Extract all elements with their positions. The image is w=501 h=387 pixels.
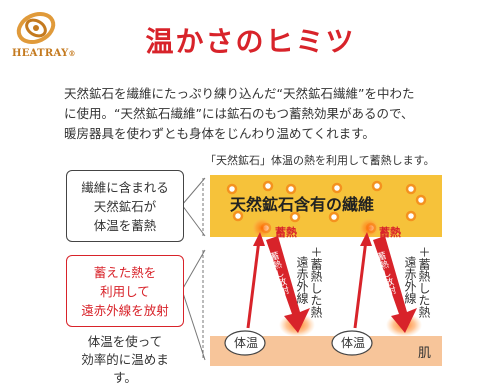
glow bbox=[359, 218, 379, 238]
note-line: 体温を使って bbox=[87, 334, 163, 349]
brand-name: HEATRAY® bbox=[12, 48, 76, 59]
description: 天然鉱石を繊維にたっぷり練り込んだ“天然鉱石繊維”を中わた に使用。“天然鉱石繊… bbox=[64, 84, 464, 144]
box-line: 天然鉱石が bbox=[93, 199, 157, 214]
body-temp-badge bbox=[224, 330, 266, 356]
body-temp-label: 体温 bbox=[234, 336, 258, 350]
side-label-heat-1: ＋蓄熱した熱 bbox=[309, 246, 323, 319]
note-line: 効率的に温めます。 bbox=[81, 352, 169, 385]
bracket-line bbox=[181, 177, 206, 237]
heat-diagram: 天然鉱石含有の繊維 蓄熱 蓄熱 肌 蓄熱し放射 蓄熱し放射 ＋蓄熱した熱 遠赤外… bbox=[181, 175, 442, 366]
box-line: 蓄えた熱を bbox=[93, 265, 157, 280]
heatray-logo-icon bbox=[14, 8, 58, 48]
fiber-label: 天然鉱石含有の繊維 bbox=[230, 195, 374, 214]
side-label-heat-2: ＋蓄熱した熱 bbox=[417, 246, 431, 319]
description-line: 天然鉱石を繊維にたっぷり練り込んだ“天然鉱石繊維”を中わた bbox=[64, 86, 415, 101]
glow bbox=[252, 218, 272, 238]
side-label-ir-1: 遠赤外線 bbox=[295, 256, 309, 304]
body-temp-badge bbox=[331, 330, 373, 356]
diagram-caption: 「天然鉱石」体温の熱を利用して蓄熱します。 bbox=[205, 154, 435, 167]
skin-label: 肌 bbox=[418, 346, 431, 361]
page-title: 温かさのヒミツ bbox=[145, 25, 356, 58]
emits-infrared-box: 蓄えた熱を 利用して 遠赤外線を放射 bbox=[66, 255, 184, 327]
box-line: 体温を蓄熱 bbox=[93, 218, 157, 233]
heat-label-1: 蓄熱 bbox=[275, 225, 297, 239]
description-line: に使用。“天然鉱石繊維”には鉱石のもつ蓄熱効果があるので、 bbox=[64, 106, 414, 121]
down-arrow-1 bbox=[266, 236, 310, 333]
down-arrow-2 bbox=[373, 236, 417, 333]
heat-label-2: 蓄熱 bbox=[379, 225, 401, 239]
box-line: 遠赤外線を放射 bbox=[81, 303, 169, 318]
stores-heat-box: 繊維に含まれる 天然鉱石が 体温を蓄熱 bbox=[66, 170, 184, 242]
bracket-line bbox=[181, 249, 206, 361]
side-label-ir-2: 遠赤外線 bbox=[403, 256, 417, 304]
up-arrow-2 bbox=[353, 232, 372, 329]
box-line: 利用して bbox=[100, 284, 150, 299]
body-temp-label: 体温 bbox=[341, 336, 365, 350]
box-line: 繊維に含まれる bbox=[81, 180, 169, 195]
fiber-band bbox=[210, 175, 442, 237]
up-arrow-1 bbox=[246, 232, 265, 329]
description-line: 暖房器具を使わずとも身体をじんわり温めてくれます。 bbox=[64, 126, 375, 141]
bottom-note: 体温を使って 効率的に温めます。 bbox=[72, 333, 178, 387]
